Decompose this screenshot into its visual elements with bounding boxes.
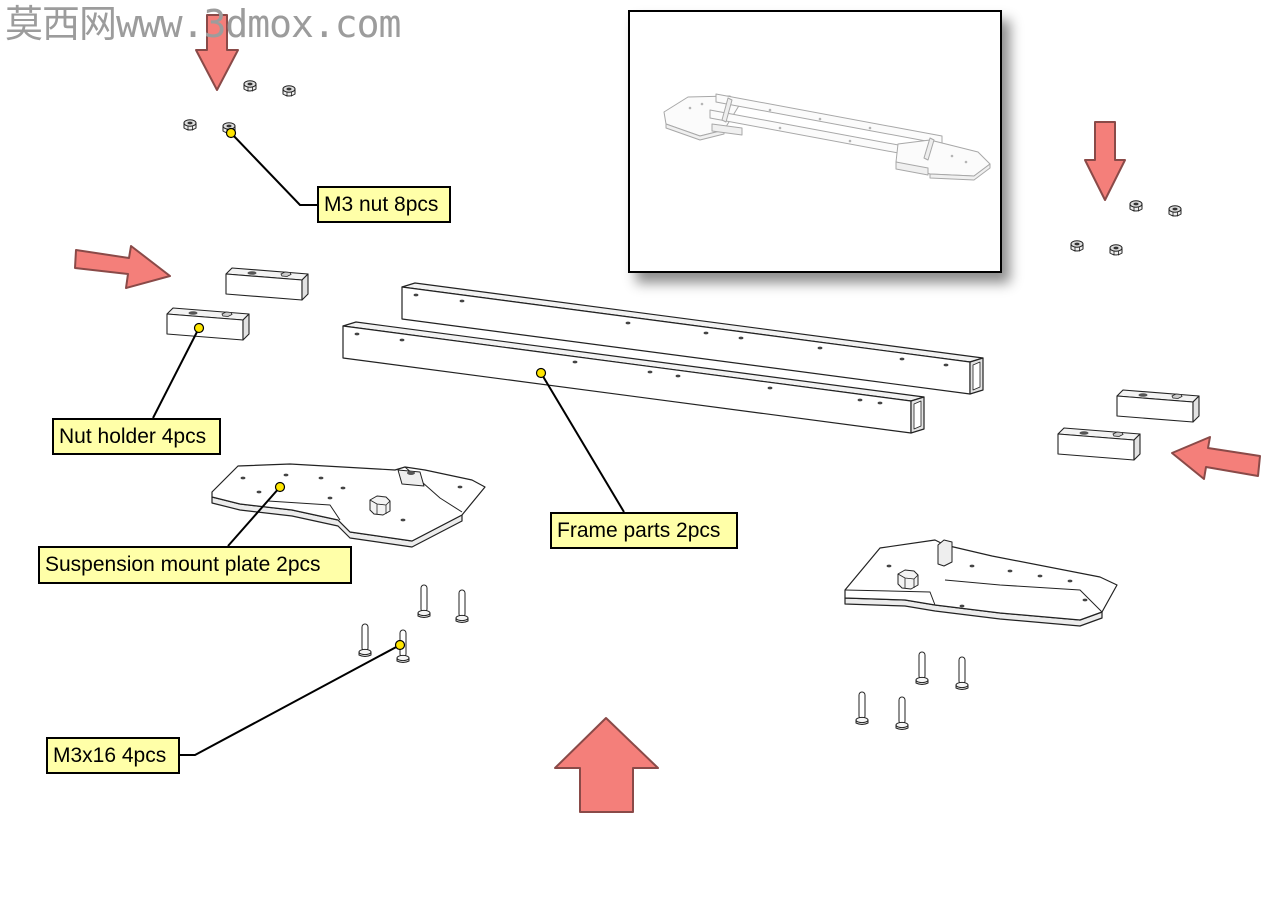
label-suspension-plate: Suspension mount plate 2pcs: [38, 546, 352, 584]
leader-line-frame-parts: [540, 372, 625, 513]
callout-dot-m3-nut: [225, 127, 237, 139]
inset-hole: [700, 102, 704, 106]
leader-line-nut-holder: [152, 327, 200, 419]
inset-plate-left-edge: [665, 123, 725, 141]
m3-nut: [1168, 205, 1182, 218]
inset-hole: [868, 126, 872, 130]
leader-line-suspension-plate: [227, 486, 281, 547]
suspension-mount-plate: [211, 463, 486, 548]
callout-dot-suspension-plate: [274, 481, 286, 493]
m3x16-screw: [895, 696, 909, 730]
inset-hole: [688, 106, 692, 110]
assembled-chassis-drawing: [663, 93, 991, 181]
inset-hole: [848, 139, 852, 143]
m3x16-screw: [855, 691, 869, 725]
arrow-right-holders-left: [74, 245, 171, 289]
inset-hole: [818, 117, 822, 121]
callout-dot-m3x16: [394, 639, 406, 651]
m3x16-screw: [417, 584, 431, 618]
m3x16-screw: [358, 623, 372, 657]
m3-nut: [1109, 244, 1123, 257]
label-frame-parts: Frame parts 2pcs: [550, 512, 738, 549]
nut-holder: [1116, 389, 1200, 423]
nut-holder: [166, 307, 250, 341]
arrow-down-nuts-left: [195, 14, 239, 91]
inset-crossmember: [721, 97, 733, 123]
m3-nut: [1070, 240, 1084, 253]
label-m3-nut: M3 nut 8pcs: [317, 186, 451, 223]
nut-holder: [225, 267, 309, 301]
suspension-mount-plate: [844, 539, 1118, 627]
inset-hole: [768, 108, 772, 112]
m3x16-screw: [915, 651, 929, 685]
label-nut-holder: Nut holder 4pcs: [52, 418, 221, 455]
inset-holder-right: [895, 161, 929, 176]
frame-rail-front: [342, 321, 925, 434]
m3-nut: [183, 119, 197, 132]
arrow-left-holders-right: [1171, 436, 1261, 480]
inset-plate-right-edge: [929, 163, 991, 181]
m3-nut: [282, 85, 296, 98]
arrow-down-nuts-right: [1084, 121, 1126, 201]
inset-hole: [950, 154, 954, 158]
frame-rail-back: [401, 282, 984, 395]
watermark: 莫西网www.3dmox.com: [5, 2, 401, 46]
inset-holder-left: [711, 123, 743, 136]
label-m3x16: M3x16 4pcs: [46, 737, 180, 774]
callout-dot-nut-holder: [193, 322, 205, 334]
inset-hole: [964, 160, 968, 164]
inset-crossmember: [923, 137, 935, 161]
m3-nut: [243, 80, 257, 93]
m3x16-screw: [955, 656, 969, 690]
nut-holder: [1057, 427, 1141, 461]
m3-nut: [1129, 200, 1143, 213]
arrow-up-bottom: [554, 717, 659, 813]
callout-dot-frame-parts: [535, 367, 547, 379]
leader-line-m3x16: [180, 644, 401, 756]
inset-hole: [778, 126, 782, 130]
m3x16-screw: [455, 589, 469, 623]
leader-line-m3-nut: [230, 132, 317, 206]
assembled-preview-inset: [628, 10, 1002, 273]
